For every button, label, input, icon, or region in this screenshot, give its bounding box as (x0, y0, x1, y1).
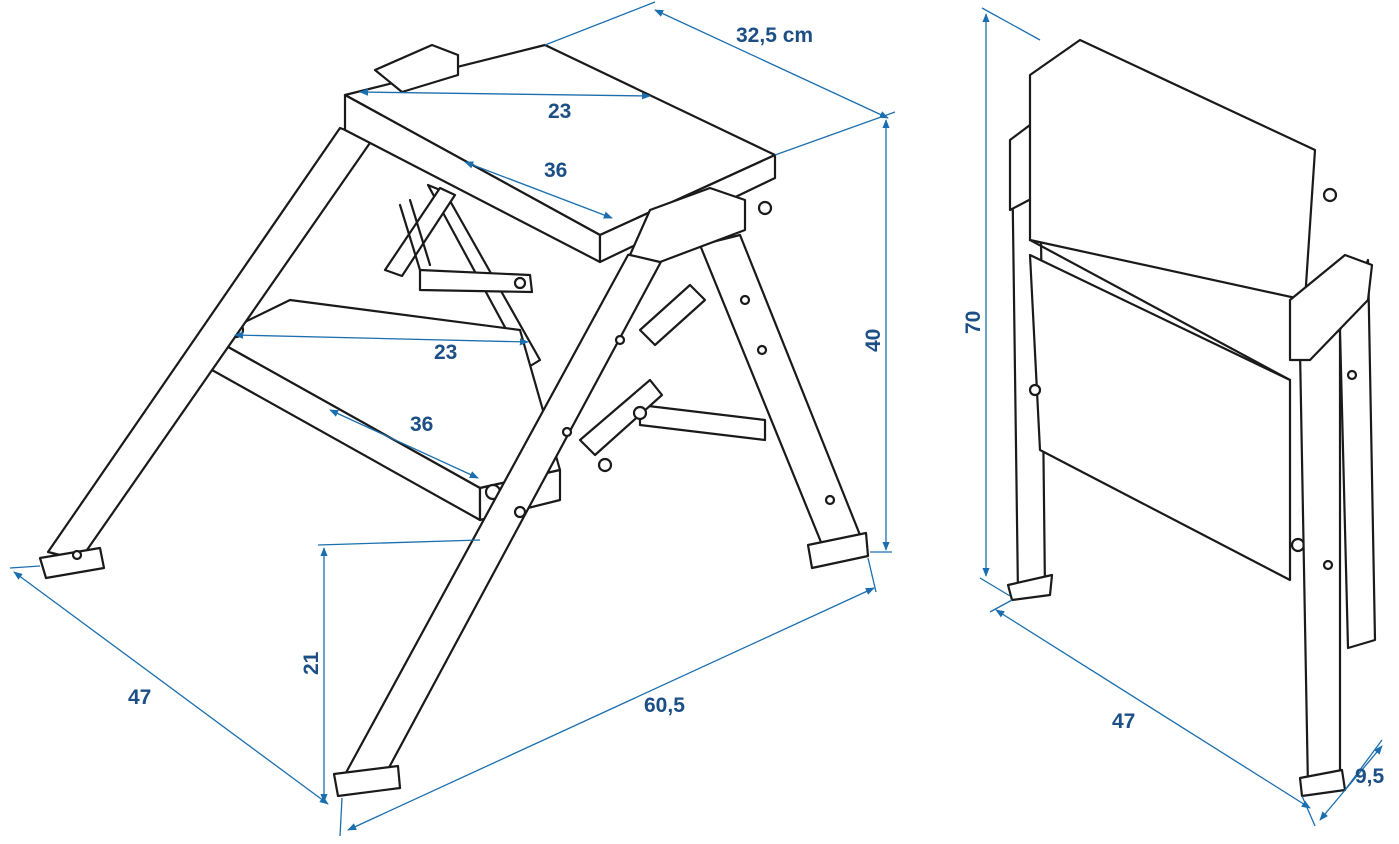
extension-line (774, 111, 896, 156)
dimension-line-top-width (464, 161, 613, 219)
folded-front-legs (1288, 187, 1377, 798)
extension-line (981, 7, 1041, 41)
linkage-arms (418, 268, 767, 473)
dimension-line-folded-width (995, 609, 1311, 809)
label-total-height: 40 (862, 329, 885, 352)
dimension-line-lower-width (329, 409, 479, 479)
extension-line (1301, 795, 1316, 827)
extension-line (544, 1, 656, 46)
label-step-height: 21 (300, 651, 323, 675)
extension-line (9, 565, 41, 569)
front-left-leg (38, 126, 374, 580)
dimension-lines (9, 1, 1383, 837)
dimension-line-folded-thickness (1319, 745, 1383, 821)
label-lower-step-width: 36 (410, 413, 433, 436)
extension-line (979, 577, 1011, 597)
folded-lower-step (1028, 253, 1306, 582)
label-lower-step-inner: 23 (434, 341, 457, 364)
dimension-line-top-inner (359, 88, 651, 100)
label-top-step-width: 36 (544, 159, 567, 182)
extension-line (867, 557, 877, 593)
extension-line (317, 539, 481, 546)
extension-line (989, 599, 1013, 613)
rear-right-leg (698, 233, 870, 570)
label-top-step-inner: 23 (548, 100, 571, 123)
extension-line (339, 797, 343, 837)
label-base-depth: 47 (128, 686, 151, 709)
folded-stool-drawing (1006, 38, 1377, 798)
label-top-depth-total: 32,5 cm (736, 24, 813, 47)
top-step (343, 43, 777, 264)
dimension-line-base-depth (13, 571, 329, 805)
label-folded-thickness: 9,5 (1355, 765, 1385, 788)
dimension-line-top-depth (654, 9, 889, 119)
folded-top-step (1028, 38, 1317, 382)
dimension-line-lower-inner (234, 331, 529, 346)
dimension-labels: 32,5 cm 23 36 23 36 40 21 47 60,5 70 47 … (128, 24, 1385, 788)
dimension-line-base-length (347, 587, 875, 831)
label-folded-width: 47 (1112, 710, 1135, 733)
label-base-length: 60,5 (644, 694, 685, 717)
label-folded-height: 70 (962, 311, 985, 334)
